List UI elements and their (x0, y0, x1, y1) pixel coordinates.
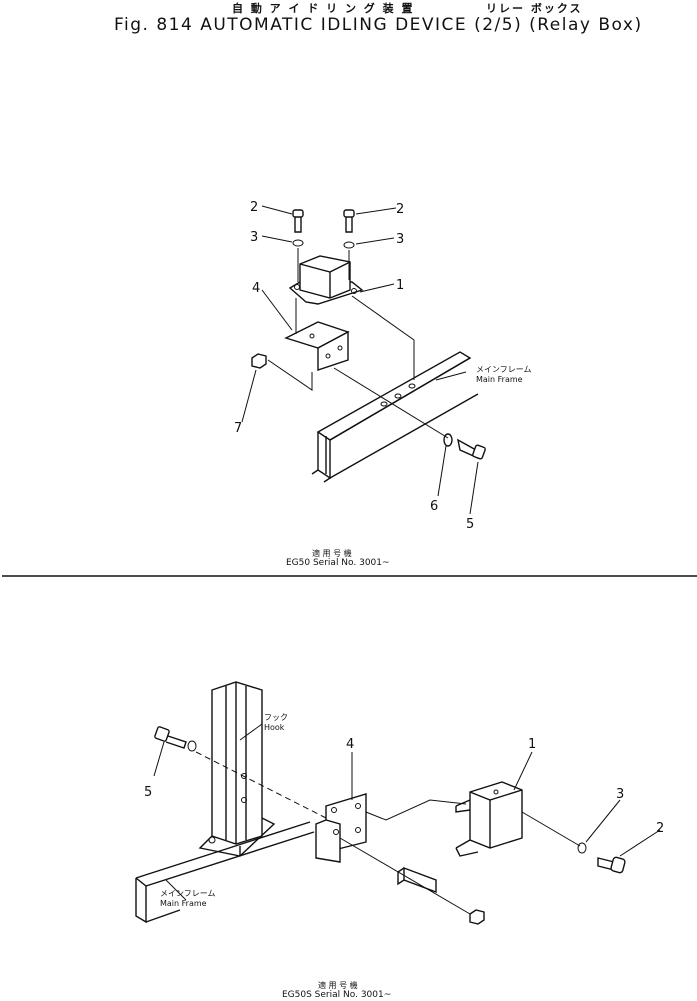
top-main-frame (311, 351, 479, 483)
hook-label-jp: フック (264, 713, 288, 722)
top-callout-3-left: 3 (250, 230, 258, 245)
japanese-title: 自 動 ア イ ド リ ン グ 装 置 (232, 2, 415, 15)
bottom-main-frame-label-en: Main Frame (160, 899, 207, 908)
top-callout-3-right: 3 (396, 232, 404, 247)
bottom-bolt-right (577, 842, 626, 874)
top-callout-6: 6 (430, 499, 438, 514)
bottom-relay-box (455, 781, 523, 857)
bottom-plate-bracket (315, 793, 367, 863)
bottom-bolt-left (154, 726, 197, 752)
bottom-callout-3: 3 (616, 787, 624, 802)
bottom-callout-5: 5 (144, 785, 152, 800)
bottom-hook-post (198, 681, 276, 857)
top-bracket (284, 321, 350, 371)
top-applicability-label: 適 用 号 機 (312, 549, 352, 558)
bottom-callout-2: 2 (656, 821, 664, 836)
bottom-callout-4: 4 (346, 737, 354, 752)
figure-title: Fig. 814 AUTOMATIC IDLING DEVICE (2/5) (… (114, 15, 643, 35)
top-callout-2-left: 2 (250, 200, 258, 215)
japanese-subtitle: リレー ボックス (486, 2, 583, 15)
bottom-main-frame (135, 821, 315, 924)
top-bolts-washers (292, 209, 355, 249)
top-main-frame-label-en: Main Frame (476, 375, 523, 384)
bottom-main-frame-label-jp: メインフレーム (160, 889, 216, 898)
bottom-applicability-label: 適 用 号 機 (318, 981, 358, 990)
bottom-nut (469, 909, 485, 925)
top-bolt-washer-lower (443, 433, 486, 460)
top-callout-5: 5 (466, 517, 474, 532)
top-callout-2-right: 2 (396, 202, 404, 217)
bottom-exploded-view: 5 4 1 3 2 (135, 681, 664, 925)
top-exploded-view: 2 2 3 3 1 4 7 6 5 (234, 200, 486, 532)
top-serial-label: EG50 Serial No. 3001~ (286, 558, 390, 568)
top-callout-4: 4 (252, 281, 260, 296)
top-callout-7: 7 (234, 421, 242, 436)
top-nut (251, 353, 267, 369)
top-callout-1: 1 (396, 278, 404, 293)
top-relay-box (288, 255, 364, 305)
bottom-serial-label: EG50S Serial No. 3001~ (282, 990, 392, 1000)
bottom-clamp (397, 866, 437, 894)
top-main-frame-label-jp: メインフレーム (476, 365, 532, 374)
hook-label-en: Hook (264, 723, 285, 732)
bottom-callout-1: 1 (528, 737, 536, 752)
